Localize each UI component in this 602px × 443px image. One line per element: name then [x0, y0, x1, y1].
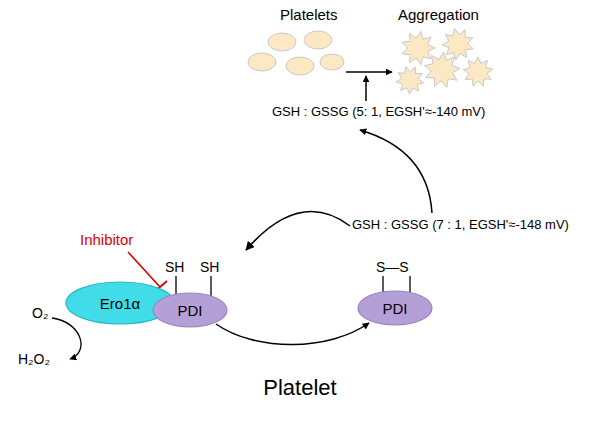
protein-ellipse: PDI [152, 292, 228, 328]
oxygen-arrow [52, 318, 81, 359]
platelet-cell [304, 31, 332, 49]
resting-platelets [248, 31, 344, 75]
thiol-label: SH [200, 259, 219, 275]
aggregated-platelet [402, 31, 435, 64]
aggregated-platelet [425, 52, 460, 87]
stage-label: Aggregation [398, 6, 479, 23]
release-arrow [360, 130, 432, 213]
transition-arrow [216, 323, 369, 345]
protein-ellipse [153, 293, 227, 327]
aggregated-platelet [442, 28, 473, 60]
reduce-arrow [246, 212, 350, 250]
node-label: Platelet [263, 375, 336, 401]
aggregated-platelet [463, 57, 493, 86]
inhibition-line [128, 252, 160, 287]
node-label: Ero1α [100, 295, 140, 312]
node-label: PDI [382, 300, 407, 317]
node-label: PDI [177, 302, 202, 319]
aggregated-platelets [396, 28, 493, 94]
platelet-cell [268, 33, 296, 51]
aggregated-platelet [396, 67, 424, 94]
product-label: H₂O₂ [18, 351, 50, 367]
protein-ellipse: PDI [357, 290, 433, 326]
platelet-cell [320, 54, 344, 70]
disulfide-label: S—S [376, 259, 409, 275]
redox-ratio: GSH : GSSG (5: 1, EGSH'≈-140 mV) [272, 104, 485, 119]
aggregation-arrow [346, 71, 392, 73]
stage-label: Platelets [280, 6, 338, 23]
platelet-cell [248, 53, 276, 71]
redox-ratio: GSH : GSSG (7 : 1, EGSH'≈-148 mV) [352, 217, 569, 232]
substrate-label: O₂ [32, 305, 48, 321]
thiol-label: SH [165, 259, 184, 275]
inhibitor-label: Inhibitor [80, 231, 133, 248]
promote-arrow [365, 76, 367, 101]
platelet-cell [286, 57, 314, 75]
protein-ellipse [358, 291, 432, 325]
